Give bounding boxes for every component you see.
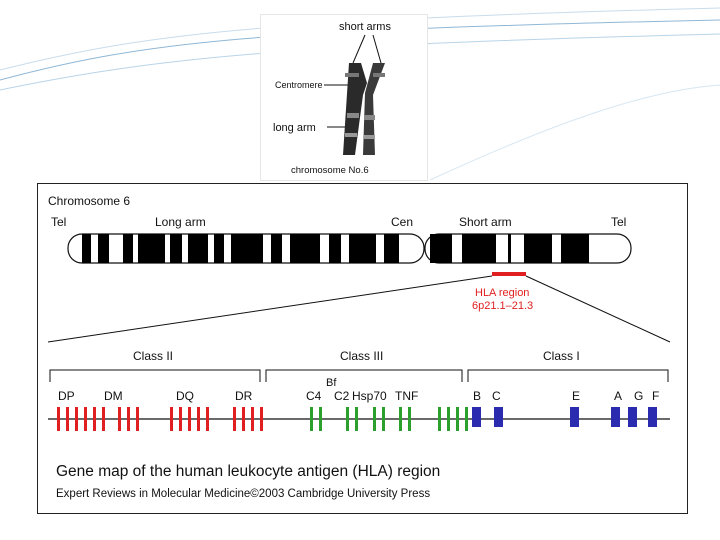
- class-2-gene-bar: [118, 407, 121, 431]
- class-2-gene-bar: [260, 407, 263, 431]
- class-2-gene-bar: [66, 407, 69, 431]
- class-2-gene-bar: [102, 407, 105, 431]
- short-arms-label: short arms: [339, 21, 391, 33]
- class-1-gene-bar: [648, 407, 657, 427]
- class-1-gene-bar: [494, 407, 503, 427]
- cen-label: Cen: [391, 215, 413, 229]
- class-2-gene-bar: [127, 407, 130, 431]
- class-3-gene-bar: [319, 407, 322, 431]
- gene-label-dp: DP: [58, 389, 75, 403]
- class-3-gene-bar: [310, 407, 313, 431]
- class-iii-bracket: [265, 369, 463, 382]
- gene-label-g: G: [634, 389, 643, 403]
- class-2-gene-bar: [188, 407, 191, 431]
- class-i-label: Class I: [543, 349, 580, 363]
- tel-right-label: Tel: [611, 215, 626, 229]
- class-2-gene-bar: [170, 407, 173, 431]
- chromosome-x-shape: [343, 63, 385, 155]
- zoom-line-right: [525, 275, 671, 343]
- class-2-gene-bar: [93, 407, 96, 431]
- long-arm-label: long arm: [273, 122, 316, 134]
- zoom-line-left: [47, 275, 493, 343]
- gene-label-dq: DQ: [176, 389, 194, 403]
- class-1-gene-bar: [628, 407, 637, 427]
- gene-label-a: A: [614, 389, 622, 403]
- hla-region-location: 6p21.1–21.3: [472, 300, 533, 312]
- tel-left-label: Tel: [51, 215, 66, 229]
- class-1-gene-bar: [472, 407, 481, 427]
- class-iii-label: Class III: [340, 349, 383, 363]
- gene-label-hsp70: Hsp70: [352, 389, 387, 403]
- class-3-gene-bar: [465, 407, 468, 431]
- class-2-gene-bar: [233, 407, 236, 431]
- gene-label-c: C: [492, 389, 501, 403]
- gene-label-b: B: [473, 389, 481, 403]
- class-2-gene-bar: [251, 407, 254, 431]
- class-3-gene-bar: [382, 407, 385, 431]
- class-2-gene-bar: [206, 407, 209, 431]
- chromosome-photo: short arms Centromere long arm chromosom…: [260, 14, 428, 181]
- chromosome-short-arm: [424, 233, 632, 264]
- class-2-gene-bar: [57, 407, 60, 431]
- short-arm-label: Short arm: [459, 215, 512, 229]
- class-1-gene-bar: [611, 407, 620, 427]
- chromosome-long-arm: [67, 233, 425, 264]
- hla-gene-map-figure: Chromosome 6 Tel Long arm Cen Short arm …: [37, 183, 688, 514]
- class-2-gene-bar: [242, 407, 245, 431]
- gene-label-f: F: [652, 389, 659, 403]
- class-3-gene-bar: [355, 407, 358, 431]
- gene-label-e: E: [572, 389, 580, 403]
- gene-marks: [57, 407, 657, 431]
- gene-label-tnf: TNF: [395, 389, 418, 403]
- class-2-gene-bar: [179, 407, 182, 431]
- gene-label-dm: DM: [104, 389, 123, 403]
- gene-label-dr: DR: [235, 389, 253, 403]
- class-3-gene-bar: [447, 407, 450, 431]
- class-3-gene-bar: [373, 407, 376, 431]
- class-2-gene-bar: [136, 407, 139, 431]
- class-3-gene-bar: [399, 407, 402, 431]
- long-arm-label: Long arm: [155, 215, 206, 229]
- gene-label-bf: Bf: [326, 377, 337, 389]
- gene-label-c2: C2: [334, 389, 350, 403]
- hla-figure-svg: Chromosome 6 Tel Long arm Cen Short arm …: [47, 194, 671, 500]
- class-3-gene-bar: [408, 407, 411, 431]
- chromosome-title: Chromosome 6: [48, 194, 130, 208]
- centromere-label: Centromere: [275, 80, 323, 90]
- class-2-gene-bar: [75, 407, 78, 431]
- class-3-gene-bar: [456, 407, 459, 431]
- caption-title: Gene map of the human leukocyte antigen …: [56, 463, 440, 480]
- caption-source: Expert Reviews in Molecular Medicine©200…: [56, 488, 430, 500]
- class-1-gene-bar: [570, 407, 579, 427]
- class-3-gene-bar: [438, 407, 441, 431]
- class-3-gene-bar: [346, 407, 349, 431]
- hla-region-label: HLA region: [475, 287, 529, 299]
- hla-region-marker: [492, 272, 526, 276]
- chromosome-caption: chromosome No.6: [291, 165, 369, 176]
- class-2-gene-bar: [197, 407, 200, 431]
- gene-label-c4: C4: [306, 389, 322, 403]
- class-2-gene-bar: [84, 407, 87, 431]
- class-ii-bracket: [49, 369, 261, 382]
- class-ii-label: Class II: [133, 349, 173, 363]
- class-i-bracket: [467, 369, 669, 382]
